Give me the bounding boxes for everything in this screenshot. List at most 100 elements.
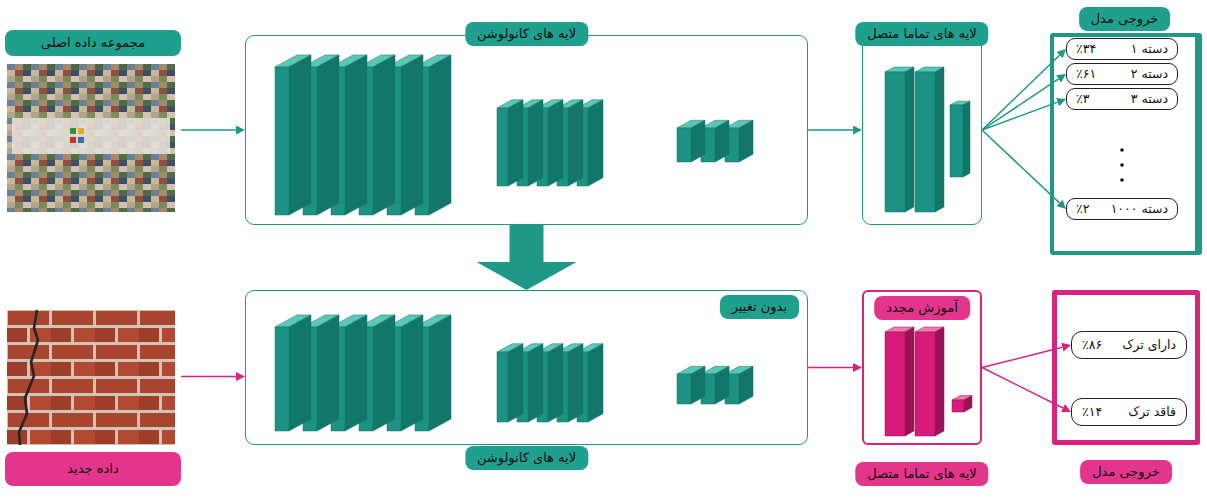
block-side xyxy=(739,120,753,162)
label-holder: لایه های تماما متصل xyxy=(855,462,988,486)
class-percent: ٪۶۱ xyxy=(1076,66,1096,82)
block-side xyxy=(429,55,451,215)
layer-box: لایه های تماما متصل xyxy=(862,35,982,225)
photo-mosaic xyxy=(7,64,175,212)
flow-arrow xyxy=(181,129,236,131)
layer-box: داده جدید xyxy=(5,308,181,490)
logo-dot xyxy=(78,128,84,134)
class-percent: ٪۱۴ xyxy=(1082,404,1102,420)
photo-banner xyxy=(12,118,170,154)
block-side xyxy=(691,366,705,404)
layer-box: مجموعه داده اصلی xyxy=(5,30,181,245)
class-name: دسته ۱۰۰۰ xyxy=(1111,201,1168,217)
block-side xyxy=(588,344,603,422)
label-holder: لایه های کانولوشن xyxy=(465,446,588,470)
flow-arrow xyxy=(982,130,1059,203)
class-score: دسته ۱۰۰۰٪۲ xyxy=(1066,198,1178,220)
dense-layer xyxy=(885,67,914,212)
block-front xyxy=(275,67,289,215)
layer-box: بدون تغییرلایه های کانولوشن xyxy=(245,290,808,445)
class-score: دسته ۱ ٪۳۴ xyxy=(1066,38,1178,60)
block-side xyxy=(373,315,395,431)
class-name: فاقد ترک xyxy=(1128,404,1176,420)
block-side xyxy=(905,327,914,436)
block-side xyxy=(317,315,339,431)
layer-label: داده جدید xyxy=(5,452,181,486)
class-name: دسته ۱ xyxy=(1131,41,1168,57)
layer-box: خروجی مدلدسته ۱٪۳۴دسته ۲٪۶۱دسته ۳٪۳دسته … xyxy=(1050,33,1202,255)
feature-map xyxy=(677,120,705,162)
block-front xyxy=(915,332,935,436)
layer-label: مجموعه داده اصلی xyxy=(5,30,181,56)
block-side xyxy=(715,366,729,404)
block-side xyxy=(568,100,583,186)
block-front xyxy=(497,352,508,422)
class-name: دارای ترک xyxy=(1122,337,1176,353)
logo-dot xyxy=(70,128,76,134)
label-holder: خروجی مدل xyxy=(1079,7,1171,31)
class-percent: ٪۳ xyxy=(1076,91,1089,107)
block-front xyxy=(952,400,964,412)
label-holder: داده جدید xyxy=(5,452,181,486)
class-percent: ٪۳۴ xyxy=(1076,41,1096,57)
block-side xyxy=(715,120,729,162)
class-percent: ٪۸۶ xyxy=(1082,337,1102,353)
layer-box: خروجی مدلدارای ترک٪۸۶فاقد ترک٪۱۴ xyxy=(1052,290,1200,445)
class-name: دسته ۲ xyxy=(1131,66,1168,82)
flow-arrow xyxy=(808,367,853,369)
feature-map xyxy=(275,55,311,215)
block-side xyxy=(429,315,451,431)
class-score: دسته ۳٪۳ xyxy=(1066,88,1178,110)
layer-label: لایه های تماما متصل xyxy=(855,462,988,486)
flow-arrow xyxy=(181,376,236,378)
label-holder: لایه های تماما متصل xyxy=(855,22,988,46)
transfer-arrow xyxy=(510,225,544,262)
dense-layer xyxy=(915,327,944,436)
layer-label: لایه های کانولوشن xyxy=(465,446,588,470)
block-side xyxy=(935,327,944,436)
feature-map xyxy=(677,366,705,404)
label-holder: بدون تغییر xyxy=(720,295,799,319)
block-side xyxy=(739,366,753,404)
block-front xyxy=(915,72,935,212)
label-holder: آموزش مجدد xyxy=(874,296,970,320)
block-side xyxy=(289,55,311,215)
layer-label: لایه های کانولوشن xyxy=(465,22,588,46)
class-score: دارای ترک ٪۸۶ xyxy=(1071,331,1187,359)
ellipsis-dot xyxy=(1120,178,1124,182)
block-side xyxy=(963,101,970,177)
block-side xyxy=(691,120,705,162)
block-side xyxy=(345,315,367,431)
flow-arrow xyxy=(982,368,1063,408)
block-side xyxy=(508,344,523,422)
block-front xyxy=(497,108,508,186)
layer-label: خروجی مدل xyxy=(1080,460,1172,484)
label-holder: مجموعه داده اصلی xyxy=(5,30,181,56)
block-side xyxy=(548,344,563,422)
flow-arrow xyxy=(982,347,1062,367)
logo-dot xyxy=(78,137,84,143)
block-side xyxy=(317,55,339,215)
block-front xyxy=(950,105,963,177)
block-front xyxy=(677,374,691,404)
layer-label: لایه های تماما متصل xyxy=(855,22,988,46)
layer-label: خروجی مدل xyxy=(1079,7,1171,31)
ellipsis-dot xyxy=(1120,163,1124,167)
flow-arrow xyxy=(982,55,1060,130)
class-score: فاقد ترک ٪۱۴ xyxy=(1071,398,1187,426)
logo-dot xyxy=(70,137,76,143)
block-side xyxy=(345,55,367,215)
dense-layer xyxy=(950,101,970,177)
feature-map xyxy=(497,100,523,186)
block-side xyxy=(528,344,543,422)
brick-wall xyxy=(7,310,175,445)
flow-arrow xyxy=(982,102,1058,130)
label-holder: لایه های کانولوشن xyxy=(465,22,588,46)
dense-layer xyxy=(885,327,914,436)
dense-layer xyxy=(952,396,972,412)
block-side xyxy=(373,55,395,215)
layer-label: بدون تغییر xyxy=(720,295,799,319)
